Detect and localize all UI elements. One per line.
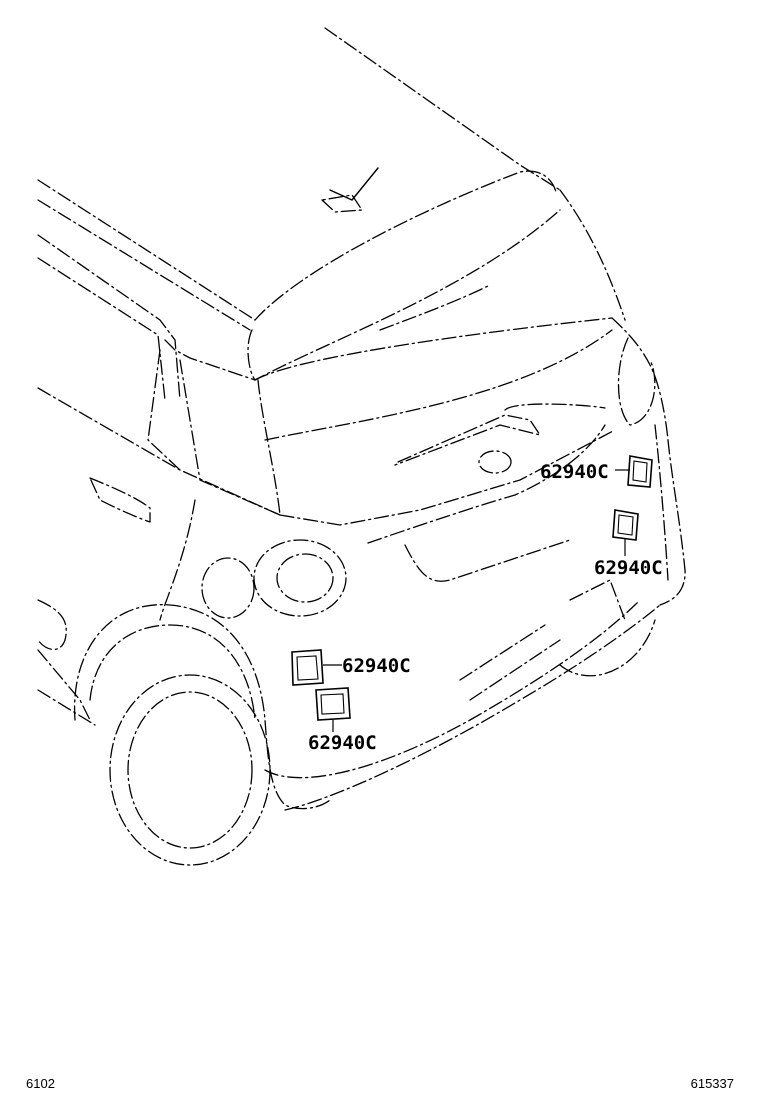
callout-3: 62940C	[342, 655, 411, 677]
footer-code-right: 615337	[690, 1076, 734, 1091]
clip-part-3[interactable]	[291, 649, 324, 686]
clip-part-4[interactable]	[315, 687, 351, 721]
vehicle-body-outline	[37, 27, 686, 866]
callout-1: 62940C	[540, 461, 609, 483]
callout-2: 62940C	[594, 557, 663, 579]
footer-code-left: 6102	[26, 1076, 55, 1091]
callout-4: 62940C	[308, 732, 377, 754]
clip-part-1[interactable]	[627, 455, 653, 488]
clip-part-2[interactable]	[612, 509, 639, 541]
